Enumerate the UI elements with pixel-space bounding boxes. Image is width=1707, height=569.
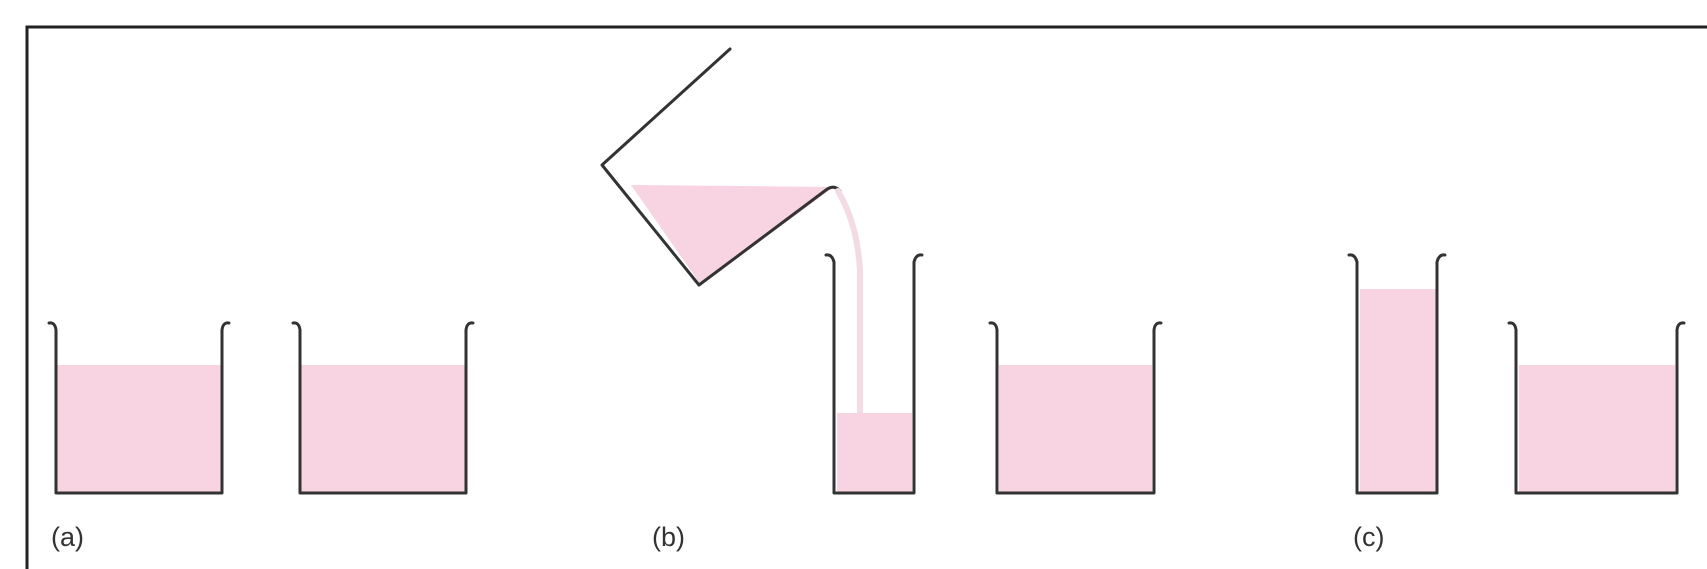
panel-label-a: (a) bbox=[51, 522, 84, 552]
beaker-b-right bbox=[988, 321, 1163, 495]
liquid-b-right bbox=[999, 365, 1152, 493]
liquid-a-right bbox=[301, 365, 466, 493]
liquid-c-right bbox=[1519, 365, 1675, 493]
glass-outline-a-right bbox=[291, 321, 475, 495]
glass-outline-a-left bbox=[47, 321, 231, 495]
glass-outline-tall-narrow-b bbox=[824, 253, 924, 495]
liquid-tilted-beaker bbox=[631, 185, 834, 285]
panel-label-b: (b) bbox=[652, 522, 685, 552]
pouring-stream bbox=[835, 188, 863, 416]
panel-c bbox=[1347, 253, 1686, 495]
panel-a bbox=[47, 321, 475, 495]
tall-narrow-beaker-b bbox=[824, 253, 924, 495]
beaker-a-left bbox=[47, 321, 231, 495]
panel-b bbox=[600, 47, 1163, 495]
figure-frame bbox=[25, 25, 1707, 569]
liquid-a-left bbox=[57, 365, 222, 493]
tall-narrow-beaker-c bbox=[1347, 253, 1447, 495]
tilted-pouring-beaker bbox=[600, 47, 842, 287]
glass-outline-b-right bbox=[988, 321, 1163, 495]
glass-outline-tall-narrow-c bbox=[1347, 253, 1447, 495]
liquid-tall-narrow-c bbox=[1360, 289, 1436, 493]
beaker-a-right bbox=[291, 321, 475, 495]
glass-outline-c-right bbox=[1507, 321, 1686, 495]
panel-label-c: (c) bbox=[1353, 522, 1385, 552]
liquid-tall-narrow-b bbox=[837, 413, 912, 493]
beaker-c-right bbox=[1507, 321, 1686, 495]
